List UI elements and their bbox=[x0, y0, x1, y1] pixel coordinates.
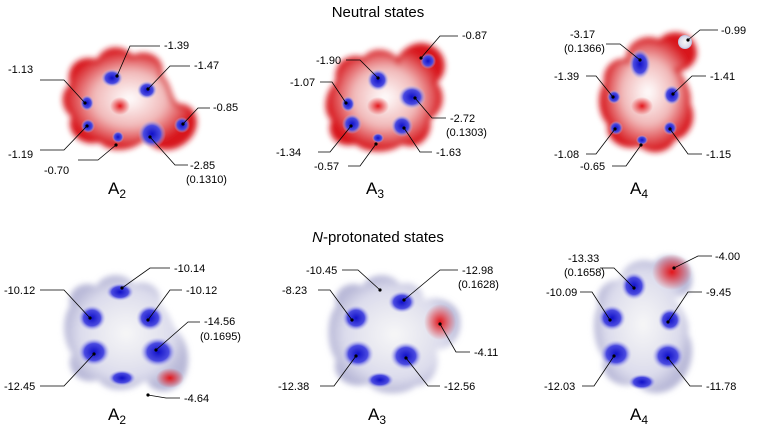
esp-value: -10.45 bbox=[306, 265, 337, 277]
esp-value: -9.45 bbox=[706, 287, 731, 299]
esp-value: -1.47 bbox=[194, 60, 219, 72]
esp-value: (0.1310) bbox=[186, 174, 227, 186]
panel-protonated-a2: -10.14 -10.12 -10.12 -14.56 (0.1695) -12… bbox=[4, 263, 241, 427]
esp-value: -0.87 bbox=[462, 30, 487, 42]
leader-lines bbox=[318, 35, 458, 167]
esp-value: -12.38 bbox=[278, 381, 309, 393]
esp-value: -0.99 bbox=[721, 25, 746, 37]
esp-value: -4.64 bbox=[184, 393, 209, 405]
esp-value: -1.08 bbox=[554, 149, 579, 161]
esp-value: -4.11 bbox=[474, 347, 498, 359]
esp-value: -0.70 bbox=[44, 165, 69, 177]
molecule-label: A4 bbox=[630, 405, 648, 427]
panel-protonated-a3: -10.45 -8.23 -12.98 (0.1628) -4.11 -12.3… bbox=[278, 265, 499, 427]
esp-value: (0.1628) bbox=[458, 279, 499, 291]
esp-value: -1.39 bbox=[164, 40, 189, 52]
panel-neutral-a4: -0.99 -3.17 (0.1366) -1.39 -1.41 -1.08 -… bbox=[554, 25, 746, 201]
esp-value: -1.39 bbox=[554, 71, 579, 83]
esp-value: -0.85 bbox=[213, 102, 238, 114]
molecule-label: A3 bbox=[368, 405, 386, 427]
esp-surface bbox=[594, 254, 693, 393]
molecule-label: A2 bbox=[108, 405, 126, 427]
leader-lines bbox=[318, 269, 470, 387]
esp-value: (0.1303) bbox=[446, 127, 487, 139]
protonated-section-title: N-protonated states bbox=[312, 229, 444, 246]
esp-value: -13.33 bbox=[568, 253, 599, 265]
esp-value: -1.07 bbox=[290, 77, 315, 89]
esp-value: -4.00 bbox=[715, 251, 740, 263]
esp-value: -10.12 bbox=[4, 285, 35, 297]
esp-value: -1.90 bbox=[316, 55, 341, 67]
panel-protonated-a4: -13.33 (0.1658) -4.00 -10.09 -9.45 -12.0… bbox=[544, 251, 740, 427]
panel-neutral-a3: -0.87 -1.90 -1.07 -2.72 (0.1303) -1.34 -… bbox=[276, 30, 487, 201]
esp-value: -12.98 bbox=[462, 265, 493, 277]
leader-lines bbox=[580, 255, 712, 387]
leader-lines bbox=[40, 45, 210, 166]
esp-value: -0.65 bbox=[580, 161, 605, 173]
leader-lines bbox=[40, 267, 200, 399]
molecule-label: A3 bbox=[366, 179, 384, 201]
esp-surface bbox=[325, 43, 445, 152]
esp-value: -1.34 bbox=[276, 147, 301, 159]
esp-value: -2.85 bbox=[190, 160, 215, 172]
molecule-label: A4 bbox=[630, 179, 648, 201]
esp-value: -0.57 bbox=[314, 161, 339, 173]
esp-value: -2.72 bbox=[450, 113, 475, 125]
esp-value: -12.03 bbox=[544, 381, 575, 393]
esp-value: -1.15 bbox=[706, 149, 731, 161]
esp-value: (0.1658) bbox=[564, 267, 605, 279]
esp-value: -12.45 bbox=[4, 381, 35, 393]
esp-value: -10.14 bbox=[174, 263, 205, 275]
esp-value: (0.1695) bbox=[200, 331, 241, 343]
esp-value: -1.63 bbox=[436, 147, 461, 159]
esp-value: -12.56 bbox=[444, 381, 475, 393]
esp-value: -10.12 bbox=[186, 285, 217, 297]
esp-value: -1.19 bbox=[8, 149, 33, 161]
esp-surface bbox=[599, 32, 697, 153]
esp-surface bbox=[328, 275, 461, 394]
esp-surface bbox=[64, 275, 189, 392]
neutral-section-title: Neutral states bbox=[332, 4, 425, 21]
esp-value: -8.23 bbox=[282, 285, 307, 297]
esp-value: -11.78 bbox=[706, 381, 736, 393]
esp-value: -14.56 bbox=[204, 316, 235, 328]
esp-value: -10.09 bbox=[546, 287, 577, 299]
esp-surface bbox=[62, 47, 197, 150]
esp-value: -1.13 bbox=[8, 64, 33, 76]
leader-lines bbox=[586, 29, 718, 167]
panel-neutral-a2: -1.39 -1.13 -1.47 -0.85 -1.19 -0.70 -2.8… bbox=[8, 40, 238, 201]
esp-value: -1.41 bbox=[710, 71, 735, 83]
esp-value: (0.1366) bbox=[564, 43, 605, 55]
esp-value: -3.17 bbox=[570, 29, 595, 41]
molecule-label: A2 bbox=[108, 179, 126, 201]
